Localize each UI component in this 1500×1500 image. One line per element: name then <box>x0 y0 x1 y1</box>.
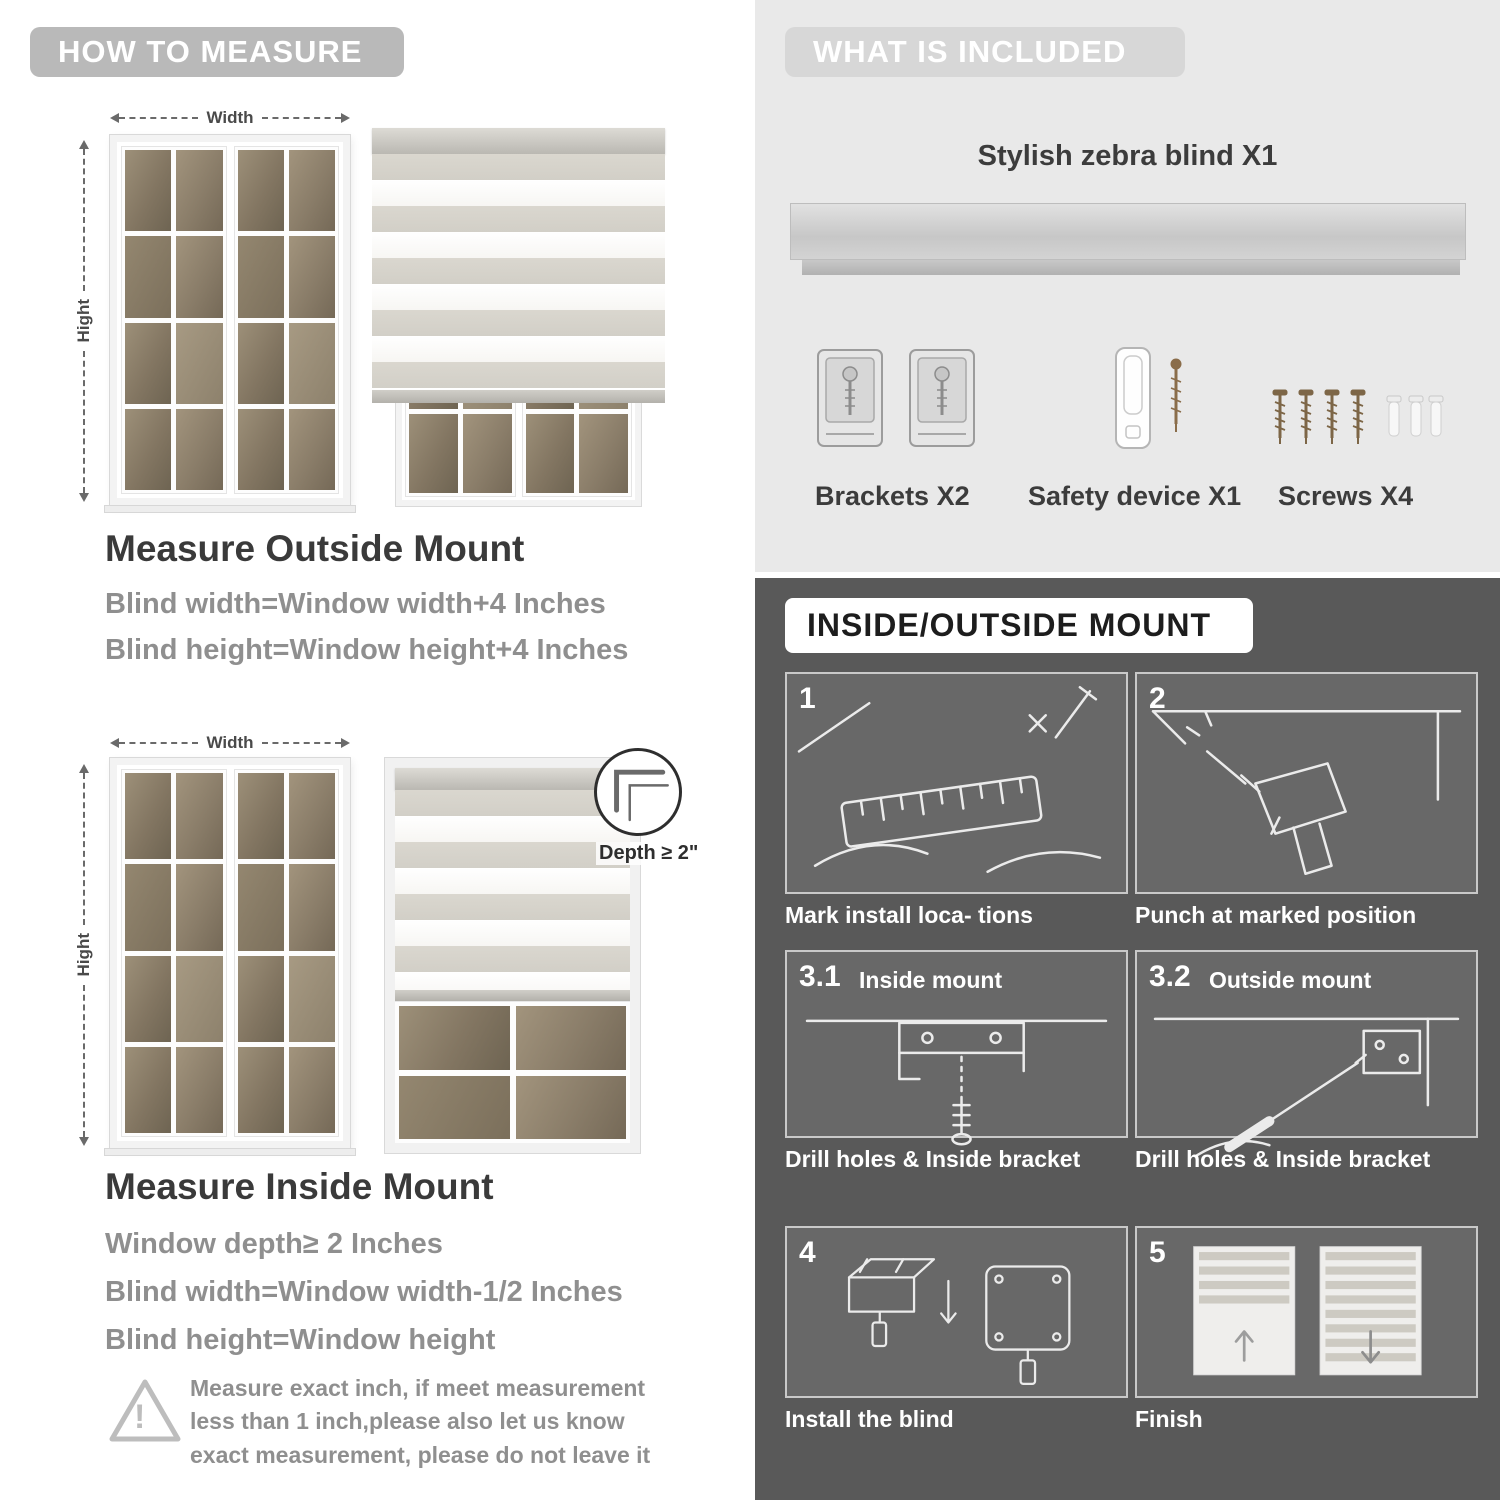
brackets-icon <box>817 348 976 448</box>
step-number: 4 <box>799 1236 816 1269</box>
how-to-measure-title: HOW TO MEASURE <box>58 34 363 69</box>
arrowhead-up-icon <box>79 764 89 773</box>
blind-bottom-rail <box>395 990 630 1001</box>
step3-2-caption: Drill holes & Inside bracket <box>1135 1146 1431 1172</box>
height-label: Hight <box>74 933 93 977</box>
blind-bottom-rail <box>372 390 665 403</box>
arrowhead-down-icon <box>79 1137 89 1146</box>
inside-rule-height: Blind height=Window height <box>105 1324 496 1356</box>
step-panel-2: 2 <box>1135 672 1478 894</box>
safety-device-icon <box>1115 347 1182 449</box>
step-number: 3.1 <box>799 960 841 993</box>
step3-1-inside-bracket-illustration <box>805 1019 1108 1146</box>
mount-title: INSIDE/OUTSIDE MOUNT <box>807 607 1212 643</box>
what-is-included-header: WHAT IS INCLUDED <box>785 27 1185 77</box>
width-label: Width <box>206 733 254 752</box>
zebra-blind <box>372 128 665 403</box>
window-illustration-inside <box>110 758 350 1148</box>
window-panes-below-blind <box>395 1001 630 1143</box>
arrowhead-right-icon <box>341 738 350 748</box>
height-arrow-inside: Hight <box>74 764 94 1146</box>
step-panel-1: 1 <box>785 672 1128 894</box>
window-sill <box>104 1148 356 1156</box>
blind-stripes <box>395 790 630 990</box>
step-inner-label: Inside mount <box>859 967 1003 993</box>
warning-text: Measure exact inch, if meet measurement … <box>190 1375 651 1468</box>
step-number: 2 <box>1149 682 1166 715</box>
arrowhead-left-icon <box>110 738 119 748</box>
window-casement <box>233 146 339 494</box>
outside-rule-width: Blind width=Window width+4 Inches <box>105 588 606 620</box>
blind-stripes <box>372 154 665 390</box>
window-sill <box>104 505 356 513</box>
depth-callout-label: Depth ≥ 2" <box>596 842 702 865</box>
width-label: Width <box>206 108 254 127</box>
inside-rule-width: Blind width=Window width-1/2 Inches <box>105 1276 623 1308</box>
step1-caption: Mark install loca- tions <box>785 902 1033 928</box>
outside-mount-heading: Measure Outside Mount <box>105 528 525 569</box>
depth-callout-circle <box>594 748 682 836</box>
zebra-blind-outside-illustration <box>372 128 665 510</box>
step2-caption: Punch at marked position <box>1135 902 1417 928</box>
step-panel-4: 4 <box>785 1226 1128 1398</box>
window-illustration-outside <box>110 135 350 505</box>
arrowhead-down-icon <box>79 493 89 502</box>
step-number: 3.2 <box>1149 960 1191 993</box>
step-number: 1 <box>799 682 816 715</box>
arrowhead-up-icon <box>79 140 89 149</box>
height-arrow-outside: Hight <box>74 140 94 502</box>
arrowhead-left-icon <box>110 113 119 123</box>
step-inner-label: Outside mount <box>1209 967 1372 993</box>
step-panel-3-1: 3.1 Inside mount <box>785 950 1128 1146</box>
mount-header: INSIDE/OUTSIDE MOUNT <box>785 598 1253 653</box>
window-casement <box>121 146 227 494</box>
what-is-included-title: WHAT IS INCLUDED <box>813 34 1127 69</box>
step-panel-5: 5 <box>1135 1226 1478 1398</box>
step5-caption: Finish <box>1135 1406 1203 1432</box>
how-to-measure-header: HOW TO MEASURE <box>30 27 404 77</box>
window-casement <box>233 769 339 1137</box>
step1-mark-illustration <box>797 685 1102 874</box>
blind-headrail <box>395 768 630 790</box>
arrowhead-right-icon <box>341 113 350 123</box>
blind-item-label: Stylish zebra blind X1 <box>977 140 1278 172</box>
zebra-blind-inside-illustration <box>385 758 640 1153</box>
warning-exclamation: ! <box>134 1398 146 1436</box>
step5-finish-illustration <box>1193 1246 1422 1376</box>
width-arrow-inside: Width <box>110 733 350 753</box>
zebra-blind-headrail-illustration <box>790 203 1466 260</box>
step4-caption: Install the blind <box>785 1406 954 1432</box>
depth-detail-icon <box>614 769 669 822</box>
step2-drill-illustration <box>1151 710 1462 876</box>
what-is-included-section <box>755 0 1500 572</box>
step3-2-outside-bracket-illustration <box>1153 1017 1460 1157</box>
screws-icon <box>1272 389 1444 444</box>
brackets-label: Brackets X2 <box>815 481 970 511</box>
blind-headrail <box>372 128 665 154</box>
warning-triangle-icon <box>106 1376 184 1448</box>
height-label: Hight <box>74 299 93 343</box>
outside-rule-height: Blind height=Window height+4 Inches <box>105 634 629 666</box>
zebra-blind-headrail-edge <box>802 260 1460 275</box>
step4-install-illustration <box>847 1258 1071 1386</box>
screws-label: Screws X4 <box>1278 481 1414 511</box>
inside-rule-depth: Window depth≥ 2 Inches <box>105 1228 443 1260</box>
width-arrow-outside: Width <box>110 108 350 128</box>
inside-mount-heading: Measure Inside Mount <box>105 1166 494 1207</box>
step3-1-caption: Drill holes & Inside bracket <box>785 1146 1081 1172</box>
safety-device-label: Safety device X1 <box>1028 481 1242 511</box>
step-panel-3-2: 3.2 Outside mount <box>1135 950 1478 1157</box>
step-number: 5 <box>1149 1236 1166 1269</box>
window-casement <box>121 769 227 1137</box>
